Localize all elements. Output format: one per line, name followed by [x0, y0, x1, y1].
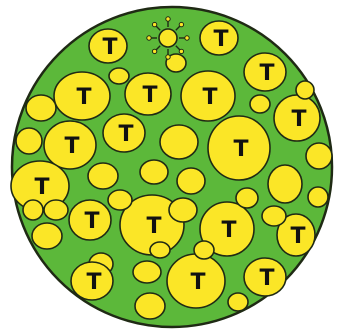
yellow-cell — [135, 293, 165, 319]
sun-ray-tip — [166, 17, 170, 21]
yellow-cell — [32, 223, 62, 249]
cell-label-t: T — [102, 35, 117, 60]
yellow-cell — [160, 125, 198, 159]
yellow-cell — [16, 128, 42, 154]
yellow-cell — [108, 190, 132, 210]
yellow-cell — [308, 187, 328, 207]
sun-ray-tip — [152, 49, 156, 53]
cell-label-t: T — [142, 83, 157, 108]
yellow-cell — [133, 261, 161, 283]
yellow-cell — [306, 143, 332, 169]
yellow-cell — [296, 81, 314, 99]
yellow-cell — [228, 293, 248, 311]
cell-label-t: T — [233, 137, 248, 162]
yellow-cell — [169, 198, 197, 222]
yellow-cell — [268, 165, 302, 203]
yellow-cell — [88, 163, 118, 189]
cell-label-t: T — [84, 209, 99, 234]
cell-label-t: T — [34, 175, 49, 200]
cell-label-t: T — [291, 107, 306, 132]
sun-ray-tip — [185, 36, 189, 40]
cell-label-t: T — [64, 134, 79, 159]
cell-label-t: T — [76, 85, 91, 110]
cell-label-t: T — [146, 214, 161, 239]
yellow-cell — [250, 95, 270, 113]
cell-label-t: T — [290, 224, 305, 249]
sun-ray-tip — [152, 22, 156, 26]
cell-label-t: T — [202, 85, 217, 110]
yellow-cell — [26, 95, 56, 121]
sun-ray-tip — [166, 55, 170, 59]
sun-icon — [147, 17, 189, 59]
yellow-cell — [194, 241, 214, 259]
cell-label-t: T — [86, 270, 101, 295]
yellow-cell — [236, 188, 258, 208]
sun-ray-tip — [147, 36, 151, 40]
cell-label-t: T — [259, 266, 274, 291]
yellow-cell — [23, 200, 43, 220]
yellow-cell — [109, 68, 129, 84]
cell-label-t: T — [118, 122, 133, 147]
sun-ray-tip — [179, 49, 183, 53]
cell-label-t: T — [221, 218, 236, 243]
yellow-cell — [140, 160, 168, 184]
yellow-cell — [150, 242, 170, 258]
cell-label-t: T — [190, 270, 205, 295]
sun-ray-tip — [179, 22, 183, 26]
yellow-cell — [177, 168, 205, 194]
cell-label-t: T — [213, 27, 228, 52]
cell-label-t: T — [259, 61, 274, 86]
yellow-cell — [44, 200, 68, 220]
yellow-cell — [262, 206, 286, 226]
